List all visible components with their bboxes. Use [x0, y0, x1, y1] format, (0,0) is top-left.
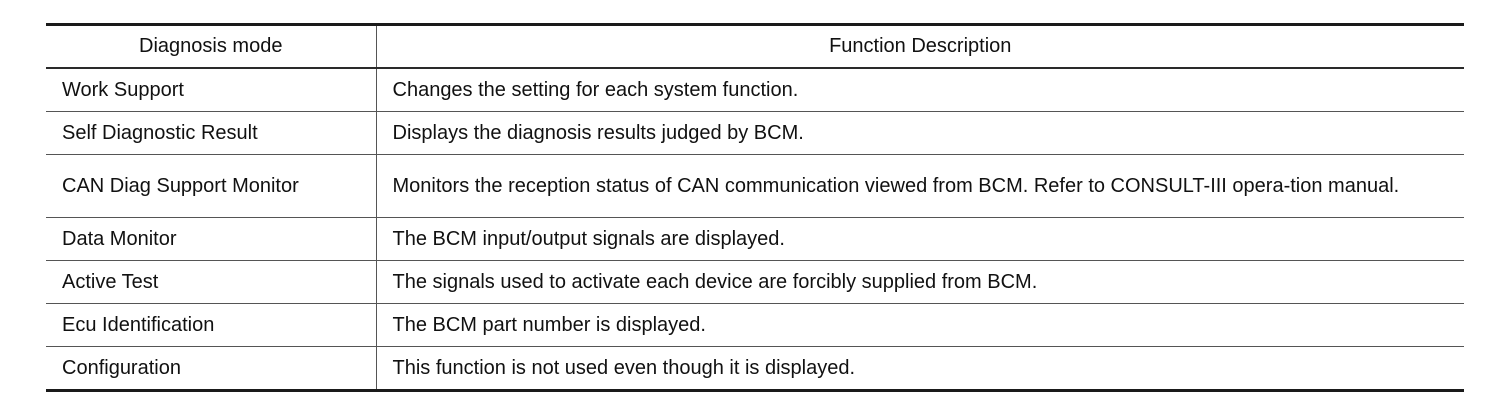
diagnosis-mode-cell: Work Support — [46, 67, 377, 112]
function-description-cell: The BCM part number is displayed. — [376, 303, 1464, 347]
header-diagnosis-mode: Diagnosis mode — [46, 24, 377, 69]
diagnosis-mode-cell: Self Diagnostic Result — [46, 111, 377, 155]
function-description-cell: Changes the setting for each system func… — [376, 67, 1464, 112]
table-row: Ecu Identification The BCM part number i… — [46, 303, 1464, 347]
diagnosis-mode-cell: Ecu Identification — [46, 303, 377, 347]
table-row: Data Monitor The BCM input/output signal… — [46, 217, 1464, 261]
table-row: Self Diagnostic Result Displays the diag… — [46, 111, 1464, 155]
function-description-cell: The signals used to activate each device… — [376, 260, 1464, 304]
diagnosis-mode-cell: Data Monitor — [46, 217, 377, 261]
diagnosis-mode-cell: Active Test — [46, 260, 377, 304]
function-description-cell: Monitors the reception status of CAN com… — [376, 154, 1464, 218]
diagnosis-mode-table: Diagnosis mode Function Description Work… — [46, 23, 1464, 392]
table-row: CAN Diag Support Monitor Monitors the re… — [46, 154, 1464, 218]
function-description-cell: The BCM input/output signals are display… — [376, 217, 1464, 261]
function-description-cell: This function is not used even though it… — [376, 346, 1464, 391]
table-row: Work Support Changes the setting for eac… — [46, 67, 1464, 112]
diagnosis-mode-cell: CAN Diag Support Monitor — [46, 154, 377, 218]
header-function-description: Function Description — [376, 24, 1464, 69]
table-row: Active Test The signals used to activate… — [46, 260, 1464, 304]
diagnosis-mode-cell: Configuration — [46, 346, 377, 391]
function-description-cell: Displays the diagnosis results judged by… — [376, 111, 1464, 155]
table-header-row: Diagnosis mode Function Description — [46, 24, 1464, 69]
table-row: Configuration This function is not used … — [46, 346, 1464, 391]
